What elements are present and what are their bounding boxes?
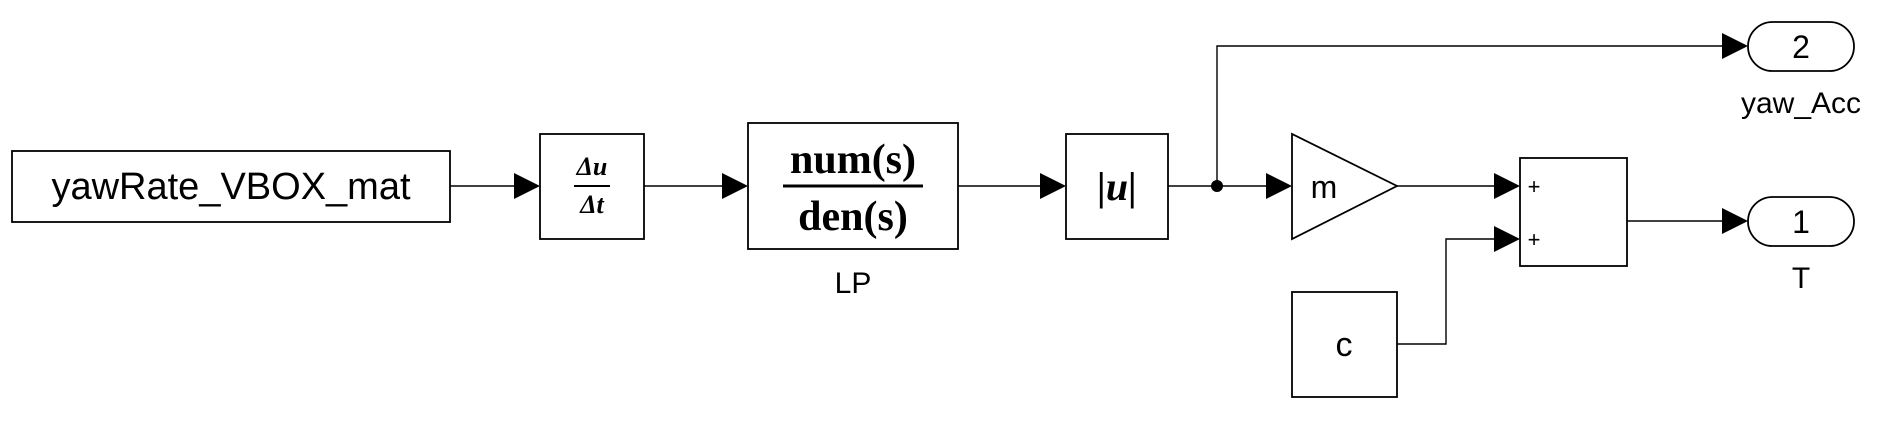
abs-block-label: |u|	[1097, 164, 1137, 209]
gain-block-label: m	[1311, 169, 1338, 205]
outport-1-number: 1	[1792, 204, 1810, 240]
transfer-fcn-denominator: den(s)	[798, 194, 908, 240]
arrowhead-derivative-in	[514, 173, 540, 199]
transfer-fcn-block[interactable]: num(s) den(s)	[747, 122, 959, 250]
abs-block[interactable]: |u|	[1065, 133, 1169, 240]
signal-branch-to-yaw-acc[interactable]	[1216, 45, 1722, 186]
arrowhead-abs-in	[1040, 173, 1066, 199]
sum-port-2-sign: +	[1528, 227, 1541, 252]
arrowhead-sum-in-1	[1494, 173, 1520, 199]
branch-point	[1211, 180, 1223, 192]
signal-lines	[450, 45, 1722, 345]
outport-2-name: yaw_Acc	[1741, 87, 1861, 120]
outport-2[interactable]: 2	[1747, 21, 1855, 72]
signal-constant-to-sum[interactable]	[1397, 238, 1494, 345]
transfer-fcn-numerator: num(s)	[790, 137, 916, 183]
arrowhead-outport-2-in	[1722, 33, 1748, 59]
arrowhead-outport-1-in	[1722, 208, 1748, 234]
outport-2-number: 2	[1792, 29, 1810, 65]
outport-1-name: T	[1792, 262, 1810, 295]
arrowheads	[514, 33, 1748, 252]
arrowhead-lp-in	[722, 173, 748, 199]
sum-port-1-sign: +	[1528, 174, 1541, 199]
source-block-label: yawRate_VBOX_mat	[51, 166, 410, 208]
constant-block-label: c	[1336, 326, 1353, 364]
derivative-denominator: Δt	[579, 190, 604, 219]
source-block[interactable]: yawRate_VBOX_mat	[11, 150, 451, 223]
gain-block[interactable]: m	[1291, 132, 1400, 241]
derivative-block[interactable]: Δu Δt	[539, 133, 645, 240]
derivative-numerator: Δu	[576, 152, 608, 181]
constant-block[interactable]: c	[1291, 291, 1398, 398]
transfer-fcn-name: LP	[835, 267, 872, 300]
arrowhead-sum-in-2	[1494, 226, 1520, 252]
arrowhead-gain-in	[1266, 173, 1292, 199]
outport-1[interactable]: 1	[1747, 196, 1855, 247]
sum-block[interactable]: + +	[1519, 157, 1628, 267]
